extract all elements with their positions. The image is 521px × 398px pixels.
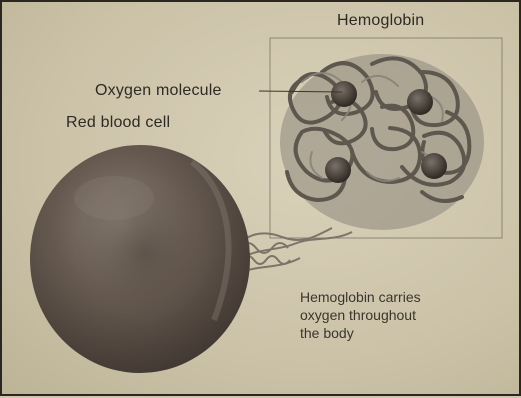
red-blood-cell-label: Red blood cell (66, 114, 170, 132)
heme-group-1 (331, 81, 357, 107)
hemoglobin-molecule (280, 54, 484, 230)
red-blood-cell (30, 145, 250, 373)
caption: Hemoglobin carries oxygen throughout the… (300, 288, 500, 342)
caption-line: Hemoglobin carries (300, 288, 500, 306)
heme-group-2 (407, 89, 433, 115)
heme-group-4 (421, 153, 447, 179)
caption-line: oxygen throughout (300, 306, 500, 324)
heme-group-3 (325, 157, 351, 183)
caption-line: the body (300, 324, 500, 342)
hemoglobin-label: Hemoglobin (337, 12, 424, 30)
oxygen-molecule-label: Oxygen molecule (95, 82, 222, 100)
